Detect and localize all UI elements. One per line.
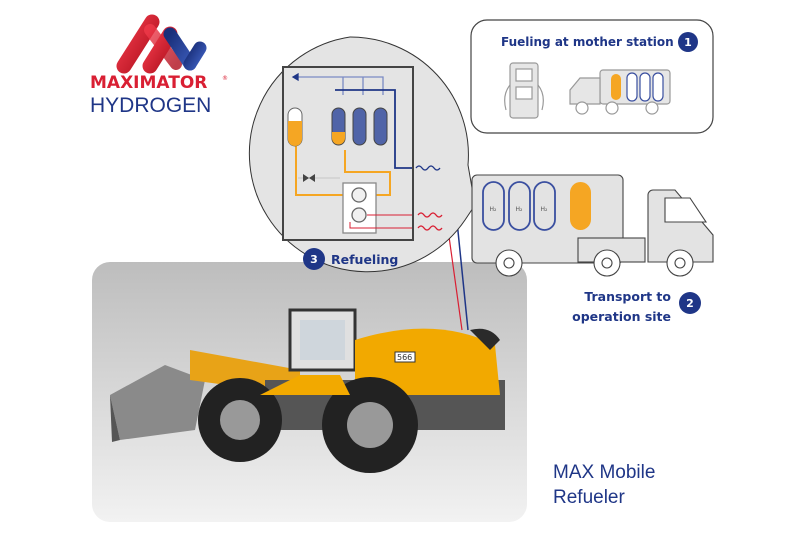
transport-truck: H₂ H₂ H₂ bbox=[471, 174, 714, 277]
tank-label: H₂ bbox=[490, 206, 498, 213]
step2-number: 2 bbox=[686, 297, 694, 310]
step1-badge bbox=[678, 32, 698, 52]
vehicle-badge: 566 bbox=[397, 353, 412, 362]
lpg-cylinder bbox=[570, 182, 591, 230]
tank-label: H₂ bbox=[541, 206, 549, 213]
step2-title-line2: operation site bbox=[572, 309, 671, 324]
hydrogen-storage-tanks bbox=[331, 107, 388, 146]
step1-mother-station: Fueling at mother station 1 bbox=[470, 19, 714, 134]
logo-mark-icon bbox=[116, 14, 207, 74]
refueling-magnifier: 3 Refueling bbox=[248, 36, 476, 273]
step2-title-line1: Transport to bbox=[584, 289, 671, 304]
lpg-tank bbox=[287, 107, 303, 147]
step1-title: Fueling at mother station bbox=[501, 35, 674, 49]
step3-title: Refueling bbox=[331, 252, 398, 267]
fuel-dispenser-icon bbox=[504, 62, 544, 119]
tanker-truck-small-icon bbox=[569, 69, 671, 115]
step1-number: 1 bbox=[684, 36, 692, 49]
tank-label: H₂ bbox=[516, 206, 524, 213]
coolant-hose bbox=[446, 221, 463, 331]
product-name-line1: MAX Mobile bbox=[553, 462, 655, 483]
step3-number: 3 bbox=[310, 253, 318, 266]
step2-badge bbox=[679, 292, 701, 314]
wheel-loader-image: 566 bbox=[110, 308, 505, 473]
logo-product: HYDROGEN bbox=[90, 94, 211, 117]
process-schematic bbox=[291, 72, 443, 234]
logo-registered: ® bbox=[222, 75, 228, 82]
step3-badge bbox=[303, 248, 325, 270]
logo-brand: MAXIMATOR bbox=[90, 73, 207, 93]
product-name-line2: Refueler bbox=[553, 487, 625, 508]
maximator-logo: MAXIMATOR ® HYDROGEN bbox=[90, 14, 228, 117]
h2-cylinders: H₂ H₂ H₂ bbox=[482, 181, 556, 231]
